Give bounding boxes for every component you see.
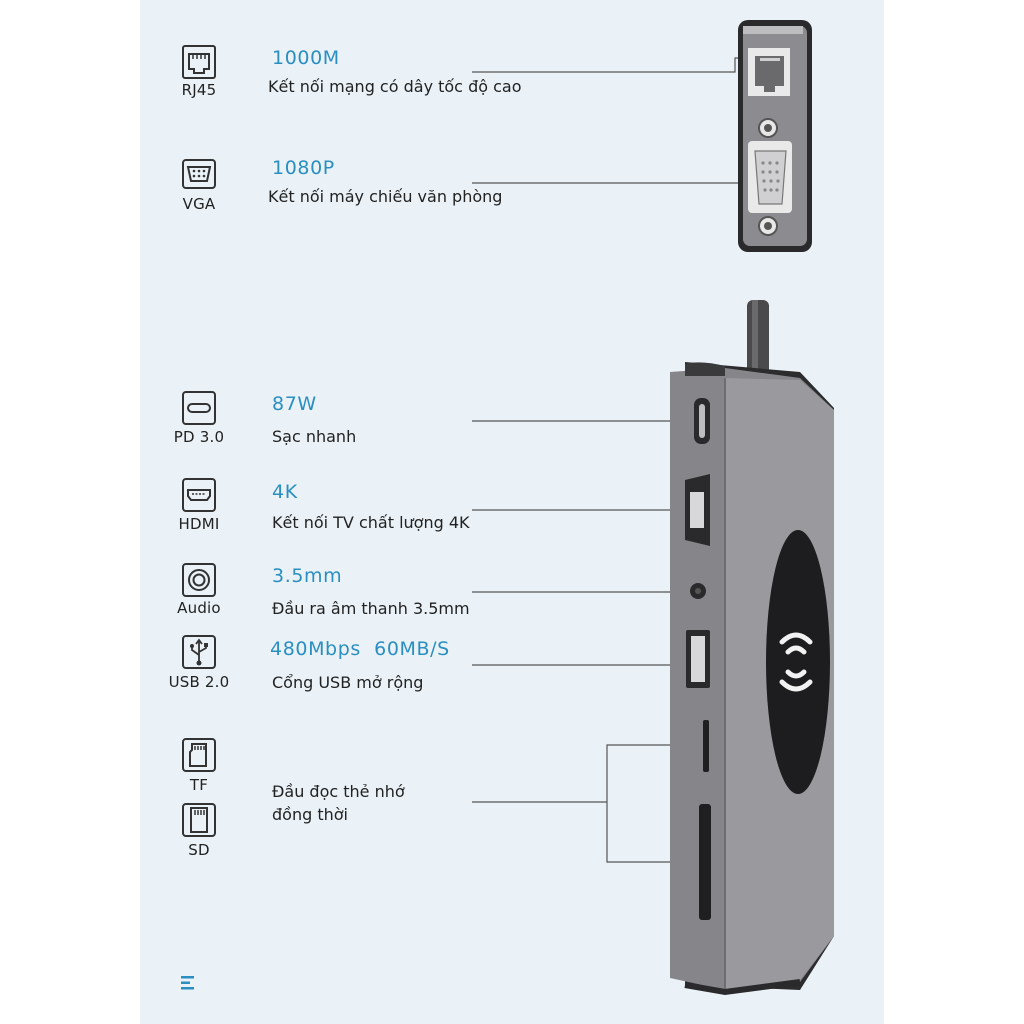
usb-c-port-icon bbox=[182, 391, 216, 425]
tag-vga: VGA bbox=[182, 195, 216, 213]
rj45-port bbox=[748, 48, 790, 96]
brand-logo-icon bbox=[181, 976, 194, 990]
hub-body bbox=[670, 300, 834, 996]
vga-port bbox=[748, 141, 792, 213]
tag-tf: TF bbox=[189, 776, 209, 794]
sd-card-icon bbox=[182, 803, 216, 837]
tag-rj45: RJ45 bbox=[181, 81, 217, 99]
title-audio: 3.5mm bbox=[272, 565, 343, 587]
tag-hdmi: HDMI bbox=[178, 515, 220, 533]
tag-audio: Audio bbox=[177, 599, 221, 617]
hdmi-port-icon bbox=[182, 478, 216, 512]
wireless-charging-icon bbox=[779, 632, 813, 692]
vga-port-icon bbox=[182, 159, 216, 189]
tf-card-icon bbox=[182, 738, 216, 772]
desc-audio: Đầu ra âm thanh 3.5mm bbox=[272, 599, 470, 618]
desc-rj45: Kết nối mạng có dây tốc độ cao bbox=[268, 77, 522, 96]
ethernet-port-icon bbox=[182, 45, 216, 79]
usb-icon bbox=[182, 635, 216, 669]
adapter-side-view bbox=[738, 20, 812, 252]
desc-cardreader-line1: Đầu đọc thẻ nhớ bbox=[272, 782, 405, 801]
title-usb: 480Mbps 60MB/S bbox=[270, 638, 450, 660]
tag-sd: SD bbox=[188, 841, 210, 859]
desc-hdmi: Kết nối TV chất lượng 4K bbox=[272, 513, 470, 532]
leader-tf bbox=[606, 744, 680, 863]
desc-usb: Cổng USB mở rộng bbox=[272, 673, 424, 692]
title-hdmi: 4K bbox=[272, 481, 298, 503]
tag-usb: USB 2.0 bbox=[168, 673, 230, 691]
title-rj45: 1000M bbox=[272, 47, 340, 69]
hub-ports bbox=[685, 398, 711, 920]
audio-jack-icon bbox=[182, 563, 216, 597]
desc-pd: Sạc nhanh bbox=[272, 427, 357, 446]
tag-pd: PD 3.0 bbox=[173, 428, 225, 446]
title-vga: 1080P bbox=[272, 157, 335, 179]
desc-vga: Kết nối máy chiếu văn phòng bbox=[268, 187, 503, 206]
title-pd: 87W bbox=[272, 393, 317, 415]
desc-cardreader-line2: đồng thời bbox=[272, 805, 348, 824]
